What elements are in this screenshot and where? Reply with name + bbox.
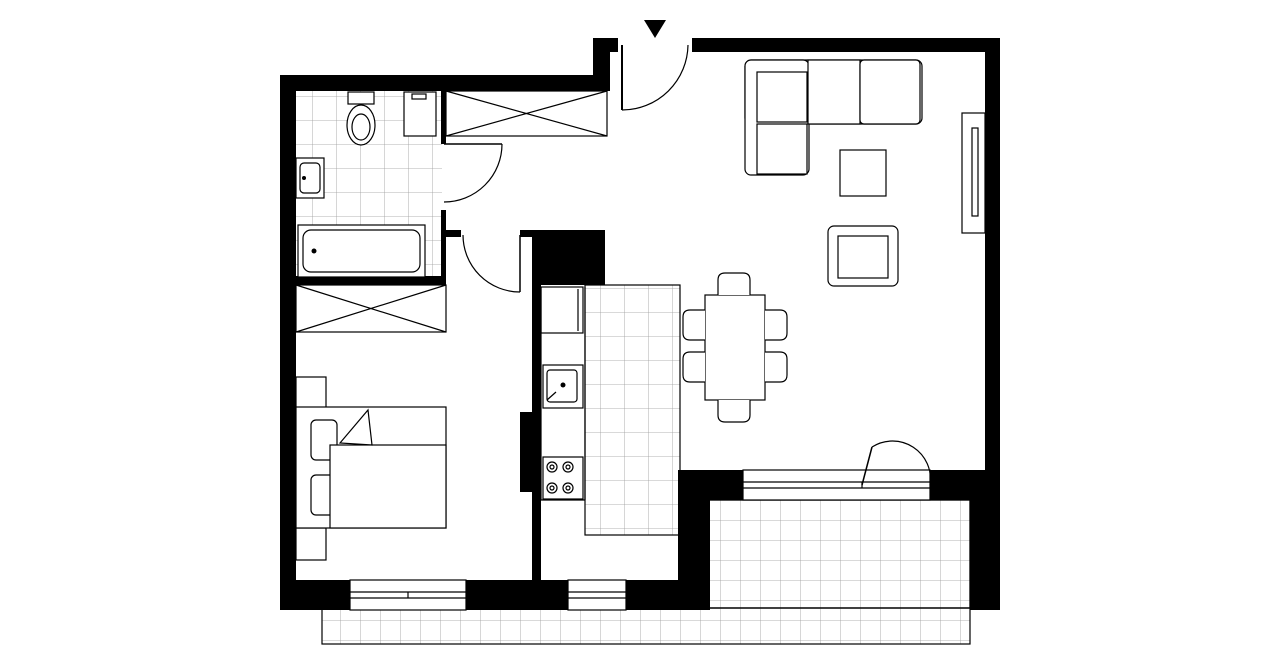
exterior-walls bbox=[280, 38, 1000, 610]
door-swing-icon bbox=[462, 234, 521, 293]
double-bed bbox=[295, 406, 447, 529]
door-swing-icon bbox=[443, 143, 503, 203]
nightstand bbox=[295, 376, 327, 410]
wardrobe bbox=[445, 90, 608, 137]
washbasin bbox=[295, 157, 325, 199]
dining-table bbox=[704, 294, 766, 401]
armchair bbox=[827, 225, 899, 287]
kitchen-sink bbox=[542, 364, 584, 409]
cooktop bbox=[542, 456, 584, 500]
nightstand bbox=[295, 527, 327, 561]
wardrobe bbox=[295, 284, 447, 333]
dining-chair bbox=[682, 309, 705, 341]
window-icon bbox=[349, 579, 467, 611]
entrance-arrow-icon bbox=[644, 20, 666, 38]
balcony-floor bbox=[321, 607, 971, 645]
entrance-door bbox=[618, 20, 692, 111]
sofa-l-shape bbox=[744, 59, 923, 176]
terrace-floor bbox=[707, 499, 971, 609]
tv-unit bbox=[961, 112, 986, 234]
dining-chair bbox=[717, 272, 751, 295]
dining-chair bbox=[765, 309, 788, 341]
toilet bbox=[346, 91, 376, 146]
interior-walls bbox=[280, 88, 605, 610]
kitchen-island-outline bbox=[584, 284, 681, 536]
bathtub bbox=[297, 224, 426, 278]
window-icon bbox=[567, 579, 627, 611]
fridge bbox=[540, 286, 584, 334]
door-swing-icon bbox=[861, 440, 932, 486]
dining-chair bbox=[717, 400, 751, 423]
kitchen-floor-tiles bbox=[585, 285, 680, 535]
dining-chair bbox=[765, 351, 788, 383]
dining-chair bbox=[682, 351, 705, 383]
window-icon bbox=[742, 469, 931, 501]
coffee-table bbox=[839, 149, 887, 197]
washing-machine bbox=[403, 91, 437, 137]
